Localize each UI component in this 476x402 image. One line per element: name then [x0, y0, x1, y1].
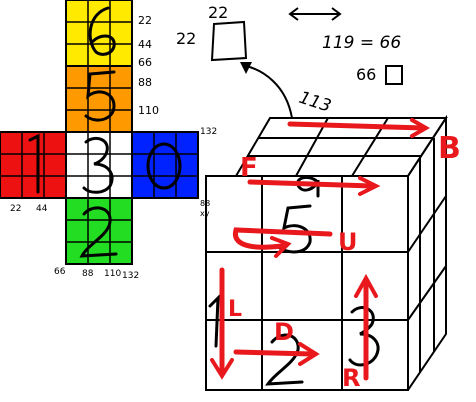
tick-bottom-2: 88 [82, 269, 94, 279]
tick-left-bottom-1: 22 [10, 204, 21, 214]
move-label-u: U [338, 228, 358, 256]
tick-right-5: 110 [138, 104, 159, 117]
tick-left-bottom-2: 44 [36, 204, 48, 214]
top-box-label: 22 [208, 3, 228, 22]
cube-3d [205, 114, 448, 391]
tick-right-2: 44 [138, 38, 152, 51]
curved-arrow-head [240, 62, 252, 74]
move-arrows [210, 118, 431, 381]
move-label-d: D [274, 318, 294, 346]
yellow-face [65, 0, 133, 67]
cube-net [0, 0, 199, 265]
curved-arrow [245, 65, 293, 119]
move-letters: F B U L D R [228, 131, 461, 392]
arrow-label: 113 [296, 88, 333, 117]
left-box-label: 22 [176, 29, 196, 48]
tick-right-1: 22 [138, 14, 152, 27]
second-box-label: 66 [356, 65, 376, 84]
tick-right-3: 66 [138, 56, 152, 69]
move-label-l: L [228, 297, 242, 322]
tick-right-4: 88 [138, 76, 152, 89]
tick-bottom-4: 132 [122, 271, 139, 281]
net-face-numbers [28, 6, 182, 258]
corner-label-2: xy [200, 209, 210, 218]
double-arrow-icon [288, 7, 342, 21]
tick-blue-top: 132 [200, 127, 217, 137]
move-label-b: B [438, 131, 461, 166]
top-notes: 22 22 119 = 66 66 113 [176, 3, 403, 119]
measure-box [210, 20, 248, 62]
move-label-f: F [240, 153, 258, 183]
second-measure-box [385, 65, 403, 85]
move-label-r: R [342, 364, 360, 392]
net-ticks: 22 44 66 88 110 132 22 44 66 88 110 132 … [10, 14, 217, 281]
tick-bottom-3: 110 [104, 269, 121, 279]
red-face [0, 131, 67, 199]
formula-text: 119 = 66 [322, 33, 401, 53]
orange-face [65, 65, 133, 133]
tick-bottom-1: 66 [54, 267, 66, 277]
